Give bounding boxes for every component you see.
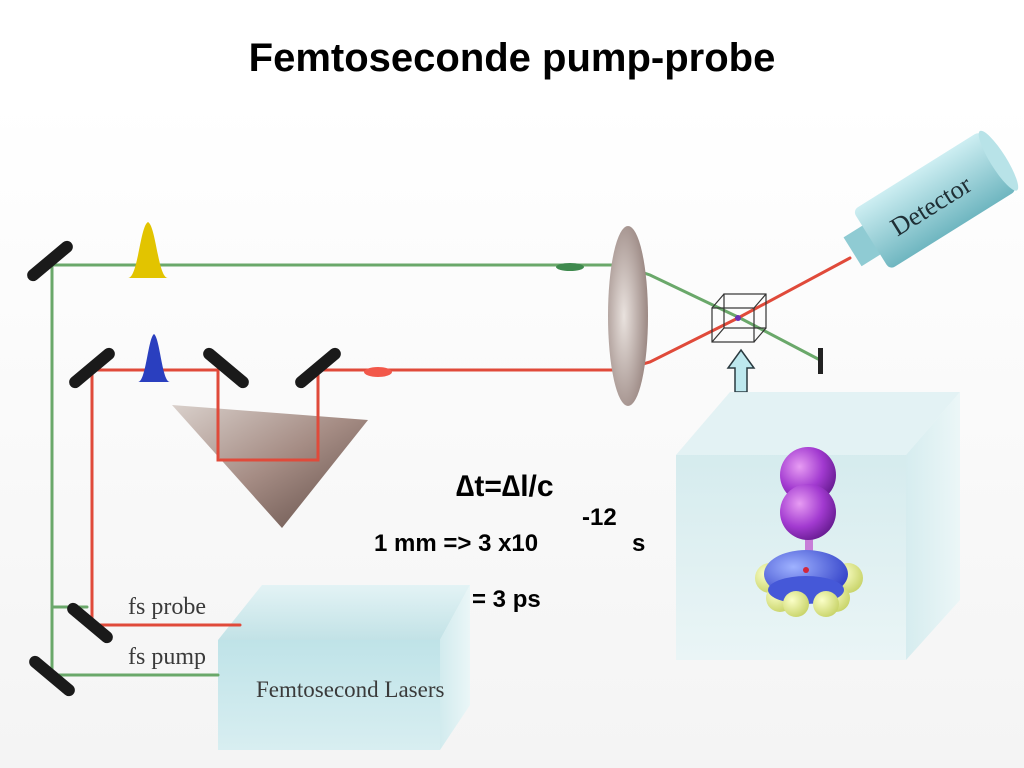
probe-pulse-icon (128, 222, 168, 278)
mirror-pump-left (69, 347, 115, 389)
conversion-exponent: -12 (582, 504, 617, 531)
focusing-lens (608, 226, 648, 406)
detector: Detector (843, 130, 1019, 268)
mirror-delay-in (203, 347, 249, 389)
mirror-bottom-left (29, 655, 75, 697)
conversion-unit: s (632, 530, 646, 557)
result-equation: = 3 ps (472, 586, 541, 613)
page-title: Femtoseconde pump-probe (248, 36, 776, 80)
conversion-equation: 1 mm => 3 x10 (374, 530, 539, 557)
delay-path (216, 405, 320, 462)
mirrors (27, 240, 341, 697)
fs-pump-label: fs pump (128, 644, 206, 670)
beam-stop (818, 348, 823, 374)
pump-pulse-icon (138, 334, 170, 382)
femtosecond-lasers-label: Femtosecond Lasers (256, 677, 444, 702)
molecule (755, 447, 863, 617)
mirror-top-left (27, 240, 73, 282)
mirror-probe-exit (67, 602, 113, 644)
zoomed-sample-cube (676, 392, 960, 660)
femtosecond-lasers-box (218, 585, 470, 750)
mirror-delay-out (295, 347, 341, 389)
delay-equation: ∆t=∆l/c (456, 470, 554, 503)
sample-cell (711, 293, 767, 343)
fs-probe-label: fs probe (128, 594, 206, 620)
